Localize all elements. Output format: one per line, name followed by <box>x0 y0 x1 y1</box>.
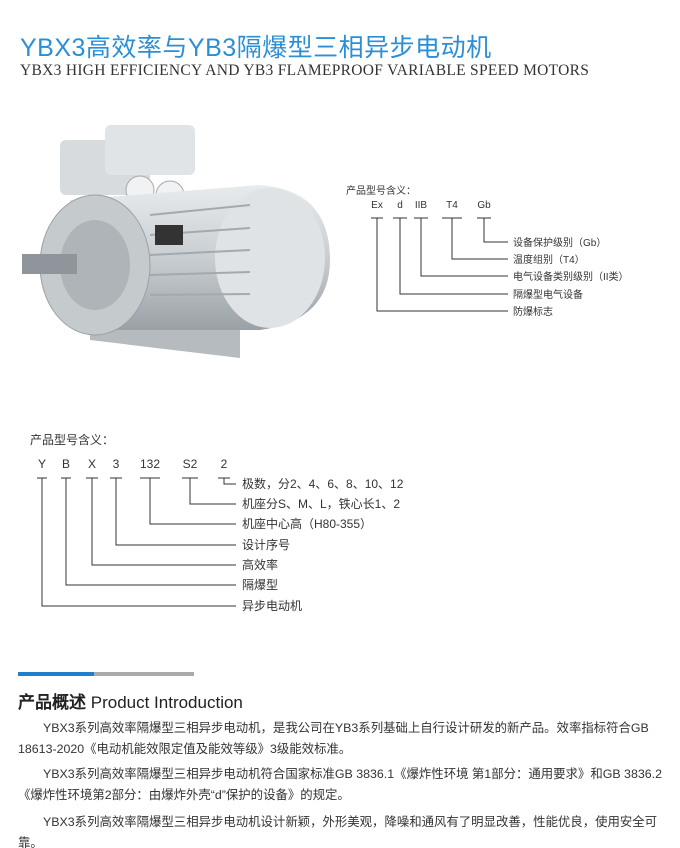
model-code: X <box>88 457 96 471</box>
intro-paragraph: YBX3系列高效率隔爆型三相异步电动机，是我公司在YB3系列基础上自行设计研发的… <box>18 721 649 756</box>
section-title-en: Product Introduction <box>90 693 243 712</box>
leader-line <box>41 478 236 607</box>
section-title: 产品概述 Product Introduction <box>18 688 243 713</box>
leader-line <box>65 478 236 586</box>
intro-paragraph: YBX3系列高效率隔爆型三相异步电动机设计新颖，外形美观，降噪和通风有了明显改善… <box>18 815 658 848</box>
code-meaning: 温度组别（T4） <box>513 253 585 266</box>
code-meaning: 高效率 <box>242 557 278 572</box>
code-meaning: 异步电动机 <box>242 599 302 613</box>
code-meaning: 设备保护级别（Gb） <box>513 236 606 249</box>
divider-gray <box>94 672 194 676</box>
code-meaning: 机座分S、M、L，铁心长1、2 <box>242 496 400 511</box>
page-title: YBX3高效率与YB3隔爆型三相异步电动机 <box>20 34 492 62</box>
leader-line <box>483 218 508 243</box>
model-code: Ex <box>371 200 383 211</box>
model-code: 2 <box>221 457 228 471</box>
model-code: IIB <box>415 200 428 211</box>
leader-line <box>223 478 236 485</box>
code-meaning: 机座中心高（H80-355） <box>242 516 372 531</box>
model-code: d <box>397 200 403 211</box>
code-meaning: 设计序号 <box>242 537 290 552</box>
leader-line <box>149 478 236 525</box>
model-code: 132 <box>140 457 160 471</box>
model-code: Y <box>38 457 46 471</box>
model-code: B <box>62 457 70 471</box>
code-meaning: 防爆标志 <box>513 305 553 318</box>
leader-line <box>420 218 508 277</box>
code-meaning: 极数，分2、4、6、8、10、12 <box>242 476 404 491</box>
model-code: T4 <box>446 200 458 211</box>
section-title-cn: 产品概述 <box>18 693 86 712</box>
model-code: Gb <box>477 200 491 211</box>
motor-model-heading: 产品型号含义： <box>30 432 114 447</box>
leader-line <box>399 218 508 295</box>
leader-line <box>91 478 236 566</box>
code-meaning: 隔爆型电气设备 <box>513 288 583 301</box>
page-subtitle: YBX3 HIGH EFFICIENCY AND YB3 FLAMEPROOF … <box>20 62 590 79</box>
intro-paragraph: YBX3系列高效率隔爆型三相异步电动机符合国家标准GB 3836.1《爆炸性环境… <box>18 767 662 802</box>
model-code: 3 <box>113 457 120 471</box>
ex-model-heading: 产品型号含义： <box>346 184 416 197</box>
code-meaning: 电气设备类别级别（II类） <box>513 270 629 283</box>
leader-line <box>451 218 508 260</box>
leader-line <box>189 478 236 505</box>
divider-accent <box>18 672 94 676</box>
leader-line <box>376 218 508 312</box>
leader-line <box>115 478 236 546</box>
model-code: S2 <box>183 457 198 471</box>
code-meaning: 隔爆型 <box>242 578 278 592</box>
